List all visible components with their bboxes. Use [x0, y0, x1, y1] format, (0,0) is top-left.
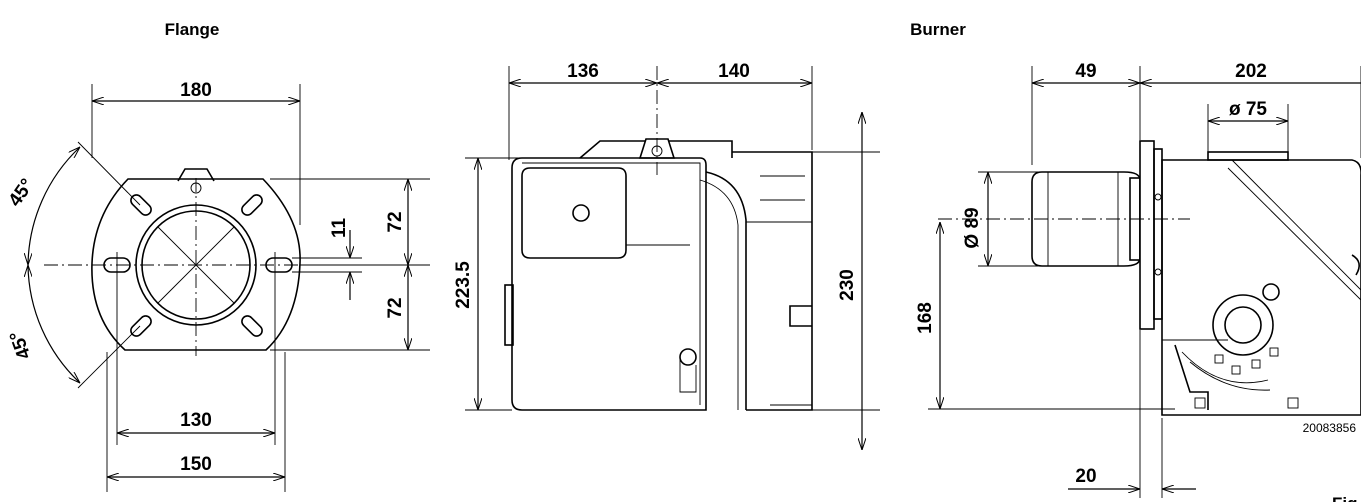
front-diameter-75-label: ø 75 [1229, 99, 1267, 120]
front-20-label: 20 [1075, 466, 1096, 487]
front-lower-mechanism [1174, 344, 1209, 410]
side-rear-housing [705, 171, 747, 410]
flange-130-label: 130 [180, 410, 212, 431]
front-diameter-89-label: Ø 89 [962, 207, 983, 248]
flange-view: 180 45° 45° 72 72 11 130 150 [5, 80, 430, 492]
burner-side-view: 136 140 223.5 230 [453, 61, 880, 450]
flange-outline [91, 178, 301, 351]
flange-slot-11-label: 11 [329, 218, 350, 239]
flange-title: Flange [165, 20, 220, 39]
front-168-label: 168 [915, 302, 936, 334]
side-reset-button [572, 204, 590, 222]
flange-angle-lower-label: 45° [6, 328, 36, 362]
burner-front-view: 49 202 ø 75 Ø 89 168 20 20083856 [915, 61, 1361, 498]
flange-angle-upper-label: 45° [5, 175, 39, 211]
front-flange-plate [1139, 140, 1155, 330]
flange-150-label: 150 [180, 454, 212, 475]
flange-width-180-label: 180 [180, 80, 212, 101]
flange-boss [177, 168, 215, 182]
figure-label: Fig [1332, 494, 1358, 502]
front-202-label: 202 [1235, 61, 1267, 82]
side-lower-knob [679, 348, 697, 366]
side-230-label: 230 [837, 269, 858, 301]
side-136-label: 136 [567, 61, 599, 82]
side-motor-block [732, 151, 813, 411]
front-49-label: 49 [1075, 61, 1096, 82]
front-blast-tube [1031, 171, 1141, 267]
side-223-5-label: 223.5 [453, 261, 474, 309]
flange-72-upper-label: 72 [385, 211, 406, 232]
side-140-label: 140 [718, 61, 750, 82]
drawing-code: 20083856 [1303, 421, 1357, 435]
front-pump [1212, 294, 1274, 356]
side-main-cover [511, 157, 707, 411]
front-burner-body [1161, 159, 1361, 416]
flange-72-lower-label: 72 [385, 297, 406, 318]
side-control-box [521, 167, 627, 259]
burner-title: Burner [910, 20, 966, 39]
